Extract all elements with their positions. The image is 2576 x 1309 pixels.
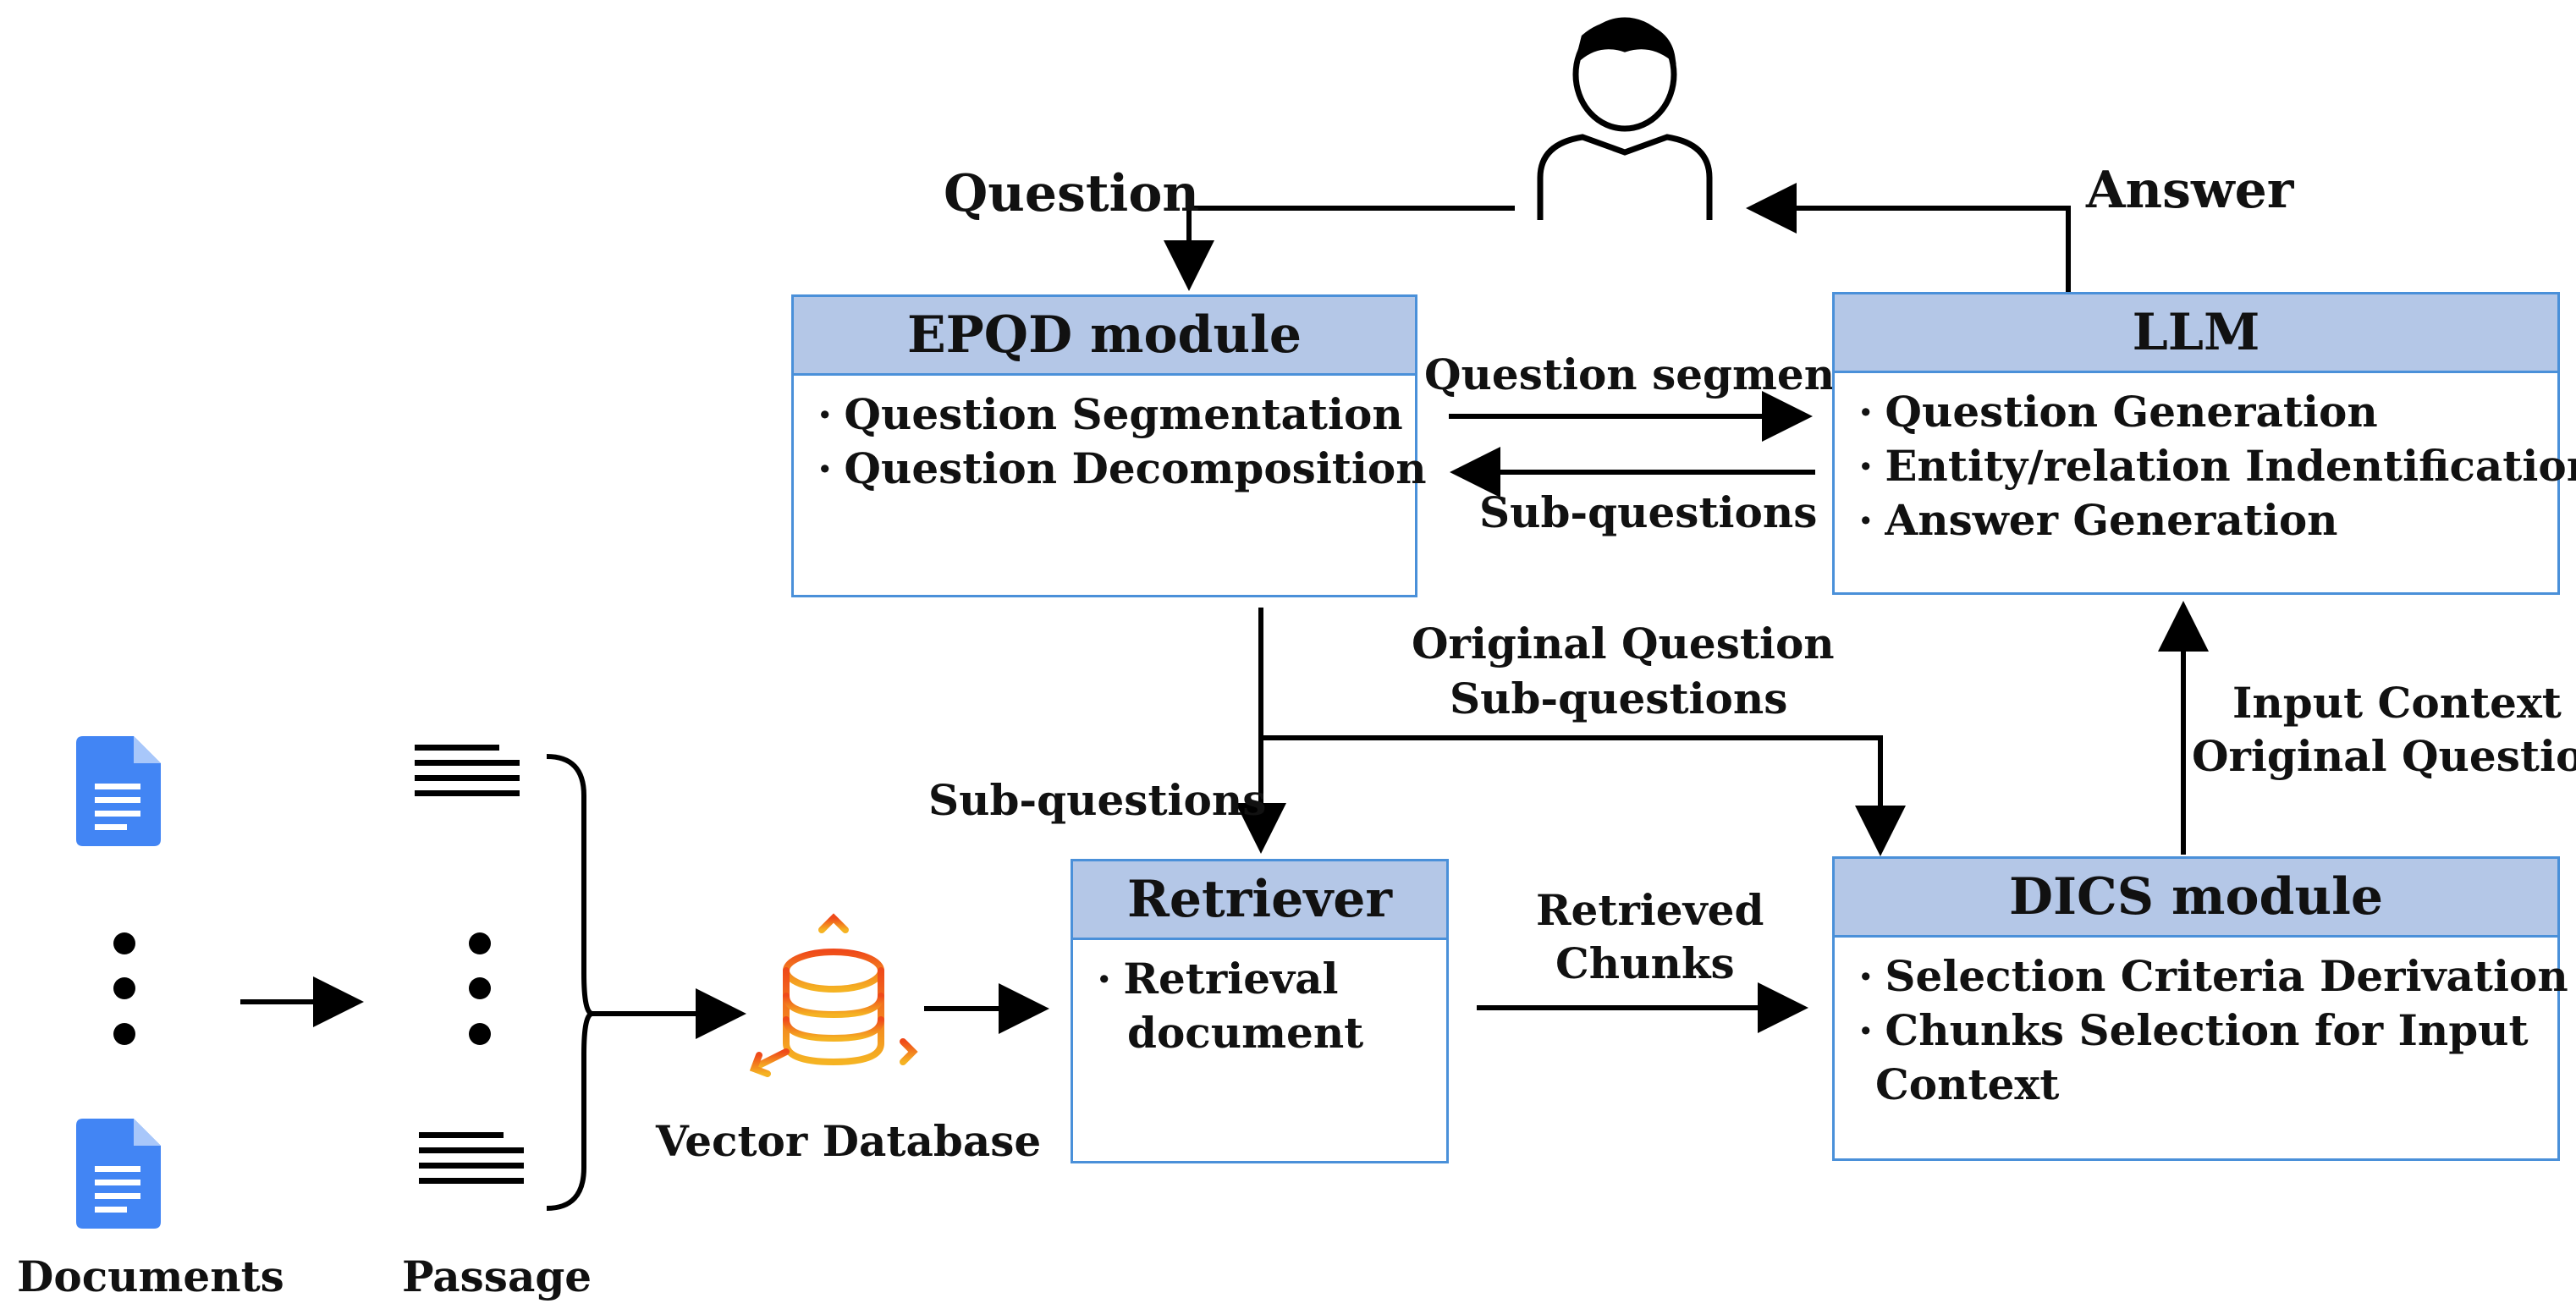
llm-items: ·Question Generation ·Entity/relation In… (1835, 373, 2576, 547)
user-icon (1537, 17, 1713, 220)
vector-database-label: Vector Database (656, 1116, 1042, 1166)
question-label: Question (944, 164, 1199, 223)
dics-module-box: DICS module ·Selection Criteria Derivati… (1832, 856, 2568, 1161)
answer-label: Answer (2086, 161, 2294, 220)
document-icon (76, 1119, 161, 1229)
answer-arrow (1746, 183, 2071, 292)
passage-icon (419, 1132, 524, 1184)
dics-item: ·Chunks Selection for Input (1858, 1005, 2529, 1055)
epqd-item: ·Question Segmentation (817, 389, 1403, 439)
retriever-item: ·Retrieval (1097, 954, 1339, 1004)
epqd-item: ·Question Decomposition (817, 443, 1427, 493)
retriever-title: Retriever (1073, 861, 1446, 940)
database-icon (749, 913, 918, 1077)
document-icon (76, 736, 161, 846)
question-arrow (1164, 206, 1515, 291)
passage-ellipsis-icon (469, 932, 491, 1045)
original-question-label: Original Question (1412, 619, 1835, 668)
retriever-item: document (1127, 1008, 1364, 1058)
retriever-items: ·Retrieval document (1073, 940, 1446, 1060)
llm-title: LLM (1835, 294, 2557, 373)
dics-module-title: DICS module (1835, 859, 2557, 938)
sub-questions-label-top: Sub-questions (1479, 487, 1818, 537)
passage-icon (415, 745, 520, 796)
sub-questions-label-mid: Sub-questions (1450, 674, 1788, 723)
llm-item: ·Question Generation (1858, 387, 2378, 437)
retrieved-label: Retrieved (1536, 885, 1764, 935)
epqd-module-box: EPQD module ·Question Segmentation ·Ques… (791, 294, 1427, 597)
question-segments-label: Question segments (1424, 349, 1879, 399)
epqd-module-title: EPQD module (794, 297, 1415, 376)
documents-ellipsis-icon (113, 932, 135, 1045)
passage-label: Passage (402, 1251, 592, 1301)
original-question-label-right: Original Question (2192, 731, 2576, 781)
dics-item: Context (1875, 1059, 2060, 1109)
epqd-items: ·Question Segmentation ·Question Decompo… (794, 376, 1427, 496)
chunks-label: Chunks (1555, 938, 1735, 988)
retriever-box: Retriever ·Retrieval document (1071, 859, 1449, 1163)
llm-item: ·Entity/relation Indentification (1858, 441, 2576, 491)
epqd-to-dics-arrow (1261, 735, 1906, 856)
sub-questions-label-left: Sub-questions (928, 775, 1267, 825)
documents-label: Documents (17, 1251, 284, 1301)
llm-item: ·Answer Generation (1858, 495, 2338, 545)
input-context-label: Input Context (2232, 678, 2562, 728)
dics-items: ·Selection Criteria Derivation ·Chunks S… (1835, 938, 2568, 1112)
brace (546, 754, 593, 1211)
dics-item: ·Selection Criteria Derivation (1858, 951, 2568, 1001)
llm-box: LLM ·Question Generation ·Entity/relatio… (1832, 292, 2576, 595)
